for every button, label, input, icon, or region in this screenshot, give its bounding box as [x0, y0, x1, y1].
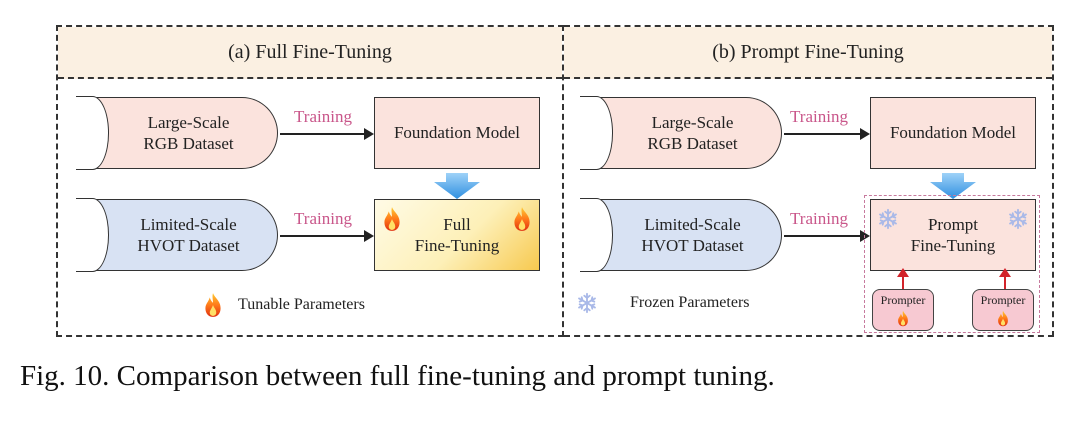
prompt-fine-tuning-box: Prompt Fine-Tuning: [870, 199, 1036, 271]
snowflake-icon: [576, 292, 598, 314]
flame-icon: [381, 206, 403, 232]
panel-title: (b) Prompt Fine-Tuning: [564, 27, 1052, 79]
prompter-box: Prompter: [972, 289, 1034, 331]
legend-frozen: Frozen Parameters: [576, 292, 750, 314]
dataset-line-2: HVOT Dataset: [137, 236, 240, 255]
prompt-module-frame: [864, 195, 1040, 333]
training-arrow: [280, 230, 374, 242]
full-fine-tuning-box: Full Fine-Tuning: [374, 199, 540, 271]
prompter-box: Prompter: [872, 289, 934, 331]
flame-icon: [896, 310, 910, 327]
flame-icon: [996, 310, 1010, 327]
red-up-arrow: [897, 268, 909, 289]
training-label: Training: [294, 107, 352, 126]
flame-icon: [511, 206, 533, 232]
dataset-line-1: Limited-Scale: [140, 214, 237, 234]
training-arrow: [784, 230, 870, 242]
prompter-label: Prompter: [980, 293, 1026, 307]
training-label: Training: [294, 209, 352, 228]
large-scale-rgb-dataset: Large-Scale RGB Dataset: [580, 96, 782, 170]
dataset-line-1: Large-Scale: [651, 112, 734, 132]
flame-icon: [202, 292, 224, 318]
training-arrow: [784, 128, 870, 140]
panel-title: (a) Full Fine-Tuning: [58, 27, 562, 79]
dataset-line-2: HVOT Dataset: [641, 236, 744, 255]
panel-prompt-fine-tuning: (b) Prompt Fine-Tuning Large-Scale RGB D…: [564, 25, 1054, 337]
foundation-model-box: Foundation Model: [870, 97, 1036, 169]
legend-label: Frozen Parameters: [630, 294, 750, 311]
large-scale-rgb-dataset: Large-Scale RGB Dataset: [76, 96, 278, 170]
down-arrow-icon: [434, 173, 480, 199]
snowflake-icon: [1007, 208, 1029, 230]
dataset-line-1: Large-Scale: [147, 112, 230, 132]
down-arrow-icon: [930, 173, 976, 199]
dataset-line-2: RGB Dataset: [143, 134, 234, 153]
limited-scale-hvot-dataset: Limited-Scale HVOT Dataset: [76, 198, 278, 272]
snowflake-icon: [877, 208, 899, 230]
limited-scale-hvot-dataset: Limited-Scale HVOT Dataset: [580, 198, 782, 272]
dataset-line-1: Limited-Scale: [644, 214, 741, 234]
legend-tunable: Tunable Parameters: [202, 292, 365, 318]
panel-full-fine-tuning: (a) Full Fine-Tuning Large-Scale RGB Dat…: [56, 25, 564, 337]
box-line-2: Fine-Tuning: [910, 236, 996, 255]
training-arrow: [280, 128, 374, 140]
dataset-line-2: RGB Dataset: [647, 134, 738, 153]
box-line-1: Prompt: [927, 214, 979, 234]
red-up-arrow: [999, 268, 1011, 289]
prompter-label: Prompter: [880, 293, 926, 307]
training-label: Training: [790, 209, 848, 228]
training-label: Training: [790, 107, 848, 126]
legend-label: Tunable Parameters: [238, 296, 365, 313]
box-line-2: Fine-Tuning: [414, 236, 500, 255]
foundation-model-box: Foundation Model: [374, 97, 540, 169]
box-line-1: Full: [443, 214, 471, 234]
figure-caption: Fig. 10. Comparison between full fine-tu…: [20, 360, 775, 392]
